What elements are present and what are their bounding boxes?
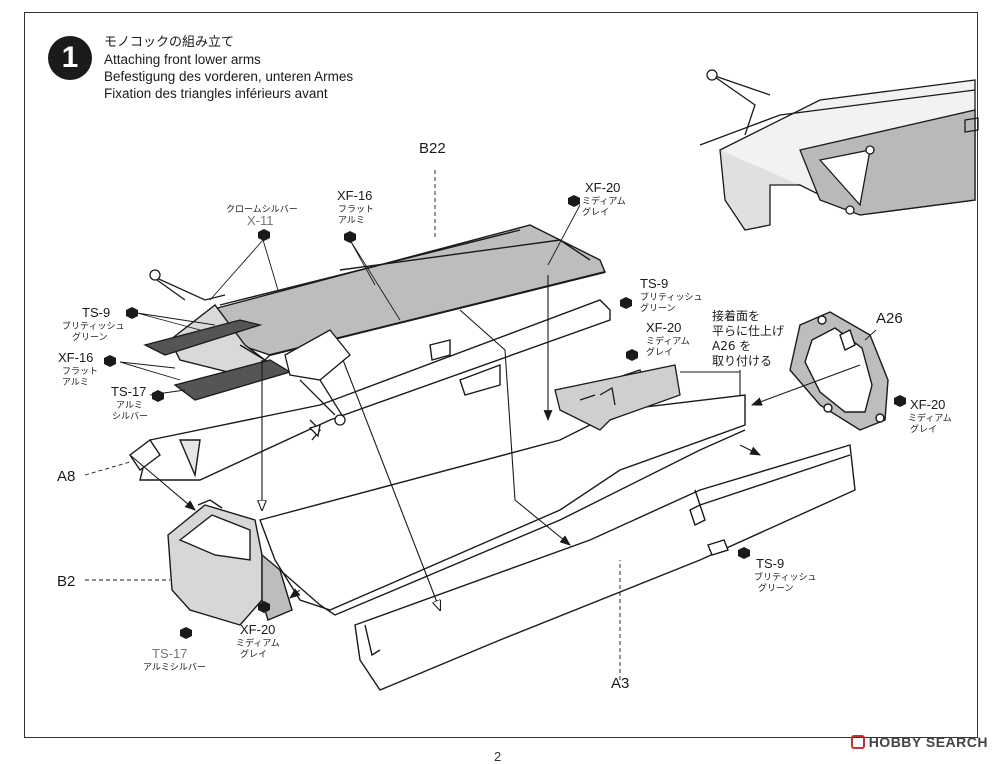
assembly-arrows bbox=[129, 275, 861, 610]
paint-drop-icon bbox=[126, 307, 138, 319]
paint-ts9-left-jp2: グリーン bbox=[72, 331, 108, 343]
part-a3-panel bbox=[354, 444, 856, 691]
watermark: HOBBY SEARCH bbox=[850, 734, 988, 750]
paint-drop-icon bbox=[626, 349, 638, 361]
paint-xf20-a26-jp1: ミディアム bbox=[908, 412, 952, 424]
paint-drop-icon bbox=[620, 297, 632, 309]
paint-drop-icons bbox=[104, 195, 906, 639]
paint-ts9-left: TS-9 bbox=[82, 305, 110, 320]
paint-xf20-bottom-jp1: ミディアム bbox=[236, 637, 280, 649]
label-b22: B22 bbox=[419, 140, 446, 157]
step-number: 1 bbox=[61, 41, 79, 74]
inset-reference-view bbox=[699, 69, 979, 231]
note-line-2: 平らに仕上げ bbox=[712, 324, 784, 338]
step-number-badge: 1 bbox=[48, 36, 92, 80]
paint-drop-icon bbox=[152, 390, 164, 402]
hobby-search-logo-icon bbox=[850, 735, 865, 749]
paint-drop-icon bbox=[344, 231, 356, 243]
leader-lines bbox=[84, 170, 877, 680]
label-a3: A3 bbox=[611, 675, 629, 692]
paint-ts9-bottom-jp2: グリーン bbox=[758, 582, 794, 594]
paint-xf20-top-jp1: ミディアム bbox=[582, 195, 626, 207]
title-jp: モノコックの組み立て bbox=[104, 35, 235, 50]
label-a8: A8 bbox=[57, 468, 75, 485]
paint-xf20-top-jp2: グレイ bbox=[582, 206, 609, 218]
paint-drop-icon bbox=[180, 627, 192, 639]
page-number: 2 bbox=[494, 749, 502, 764]
paint-xf20-bottom: XF-20 bbox=[240, 622, 275, 637]
paint-xf16-left-jp1: フラット bbox=[62, 366, 98, 377]
paint-ts17-left: TS-17 bbox=[111, 384, 146, 399]
paint-xf20-mid-jp2: グレイ bbox=[646, 346, 673, 358]
paint-xf16-left-jp2: アルミ bbox=[62, 378, 89, 388]
title-de: Befestigung des vorderen, unteren Armes bbox=[104, 69, 354, 84]
label-a26: A26 bbox=[876, 310, 903, 327]
part-lower-arms bbox=[143, 269, 351, 438]
paint-xf20-bottom-jp2: グレイ bbox=[240, 648, 267, 660]
paint-ts9-right-jp1: ブリティッシュ bbox=[640, 291, 702, 303]
paint-ts9-right-jp2: グリーン bbox=[640, 302, 676, 314]
paint-drop-icon bbox=[568, 195, 580, 207]
paint-ts17-left-jp2: シルバー bbox=[112, 411, 148, 422]
paint-drop-icon bbox=[104, 355, 116, 367]
part-floor-pan bbox=[129, 299, 746, 616]
paint-drop-icon bbox=[258, 229, 270, 241]
paint-xf20-top: XF-20 bbox=[585, 180, 620, 195]
step-title-block: モノコックの組み立て Attaching front lower arms Be… bbox=[104, 34, 353, 102]
paint-xf20-a26: XF-20 bbox=[910, 397, 945, 412]
paint-ts17-bottom-jp: アルミシルバー bbox=[143, 662, 206, 673]
title-fr: Fixation des triangles inférieurs avant bbox=[104, 86, 328, 101]
paint-drop-icon bbox=[894, 395, 906, 407]
paint-ts17-bottom: TS-17 bbox=[152, 646, 187, 661]
note-line-4: 取り付ける bbox=[712, 354, 772, 368]
paint-drop-icon bbox=[738, 547, 750, 559]
paint-xf16-top: XF-16 bbox=[337, 188, 372, 203]
note-line-3: A26 を bbox=[712, 339, 751, 353]
paint-xf20-mid-jp1: ミディアム bbox=[646, 335, 690, 347]
paint-ts9-bottom-jp1: ブリティッシュ bbox=[754, 571, 816, 583]
paint-xf16-top-jp2: アルミ bbox=[338, 216, 365, 226]
paint-xf16-top-jp1: フラット bbox=[338, 204, 374, 215]
part-b22-top bbox=[169, 224, 606, 376]
part-a26-ring bbox=[789, 311, 889, 431]
paint-xf20-mid: XF-20 bbox=[646, 320, 681, 335]
part-center-bracket bbox=[554, 364, 681, 431]
paint-ts9-left-jp1: ブリティッシュ bbox=[62, 320, 124, 332]
paint-xf16-left: XF-16 bbox=[58, 350, 93, 365]
paint-x11: X-11 bbox=[247, 213, 274, 228]
paint-ts17-left-jp1: アルミ bbox=[116, 401, 143, 411]
paint-ts9-right: TS-9 bbox=[640, 276, 668, 291]
paint-ts9-bottom: TS-9 bbox=[756, 556, 784, 571]
paint-xf20-a26-jp2: グレイ bbox=[910, 423, 937, 435]
title-en: Attaching front lower arms bbox=[104, 52, 261, 67]
watermark-text: HOBBY SEARCH bbox=[868, 734, 988, 750]
part-b2-box bbox=[167, 499, 293, 626]
label-b2: B2 bbox=[57, 573, 75, 590]
note-line-1: 接着面を bbox=[712, 308, 760, 323]
paint-drop-icon bbox=[258, 601, 270, 613]
paint-x11-jp: クロームシルバー bbox=[226, 204, 298, 215]
